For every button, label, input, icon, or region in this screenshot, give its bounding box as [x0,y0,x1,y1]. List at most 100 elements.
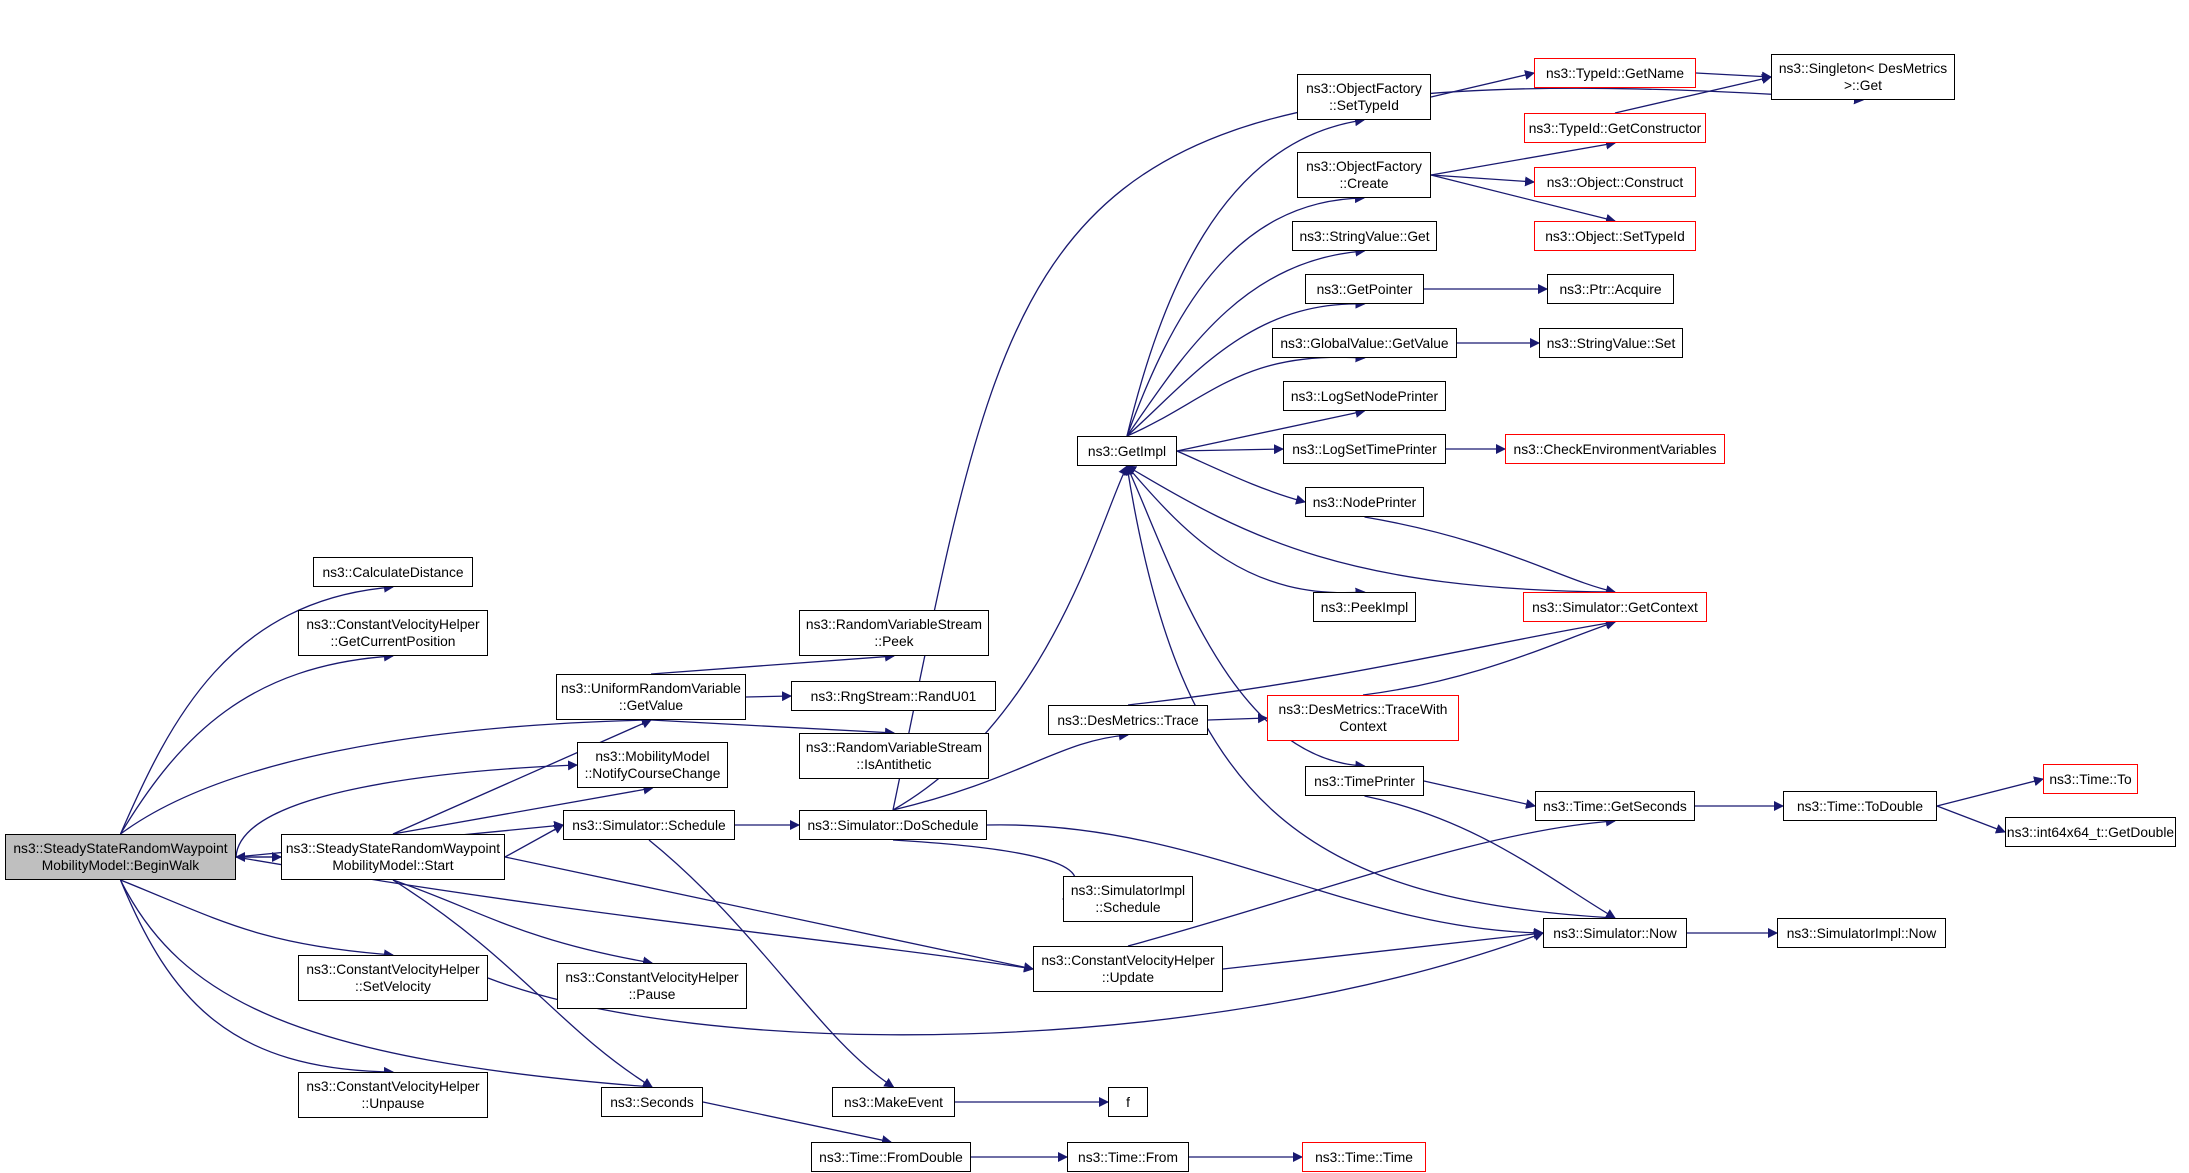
edge-of_create-to-obj_settypeid [1430,174,1616,224]
edge-nodeprinter-to-sim_getcontext [1364,516,1616,595]
node-sv-get[interactable]: ns3::StringValue::Get [1292,221,1437,251]
node-time-todouble[interactable]: ns3::Time::ToDouble [1783,791,1937,821]
edge-getimpl-to-peekimpl [1126,465,1366,598]
edge-beginwalk-to-unpause [119,879,394,1077]
node-setvelocity[interactable]: ns3::ConstantVelocityHelper ::SetVelocit… [298,955,488,1001]
edge-beginwalk-to-urv_getvalue [120,715,652,835]
edge-timeprinter-to-sim_now [1364,795,1616,919]
node-int64-getdouble[interactable]: ns3::int64x64_t::GetDouble [2005,817,2176,847]
node-isantithetic[interactable]: ns3::RandomVariableStream ::IsAntithetic [799,733,989,779]
node-typeid-getctor[interactable]: ns3::TypeId::GetConstructor [1524,113,1706,143]
edge-beginwalk-to-notifycourse [235,760,578,858]
edge-getimpl-to-logsettime [1176,444,1284,455]
edge-doschedule-to-simimpl_schedule [892,839,1077,900]
node-f[interactable]: f [1108,1087,1148,1117]
node-simimpl-now[interactable]: ns3::SimulatorImpl::Now [1777,918,1946,948]
node-urv-getvalue[interactable]: ns3::UniformRandomVariable ::GetValue [556,674,746,720]
edge-time_todouble-to-time_to [1936,776,2044,807]
node-rvs-peek[interactable]: ns3::RandomVariableStream ::Peek [799,610,989,656]
edge-beginwalk-to-setvelocity [120,879,394,960]
node-gv-getvalue[interactable]: ns3::GlobalValue::GetValue [1272,328,1457,358]
edge-urv_getvalue-to-isantithetic [650,719,895,738]
edge-start-to-cvh_update [504,856,1034,973]
edge-urv_getvalue-to-randu01 [745,691,792,702]
edge-of_create-to-obj_construct [1430,174,1535,187]
edge-start-to-notifycourse [392,784,654,835]
node-time-time[interactable]: ns3::Time::Time [1302,1142,1426,1172]
edge-doschedule-to-sim_now [986,824,1544,938]
node-nodeprinter[interactable]: ns3::NodePrinter [1305,487,1424,517]
node-logsettime[interactable]: ns3::LogSetTimePrinter [1283,434,1446,464]
node-sv-set[interactable]: ns3::StringValue::Set [1539,328,1683,358]
node-start[interactable]: ns3::SteadyStateRandomWaypoint MobilityM… [281,834,505,880]
edge-start-to-urv_getvalue [392,719,652,835]
node-time-getseconds[interactable]: ns3::Time::GetSeconds [1535,791,1695,821]
node-obj-settypeid[interactable]: ns3::Object::SetTypeId [1534,221,1696,251]
node-logsetnode[interactable]: ns3::LogSetNodePrinter [1283,381,1446,411]
edge-sim_schedule-to-makeevent [648,839,895,1088]
edge-of_create-to-typeid_getctor [1430,139,1616,176]
edge-desm_trace-to-sim_getcontext [1127,618,1616,706]
node-obj-construct[interactable]: ns3::Object::Construct [1534,167,1696,197]
edge-getimpl-to-timeprinter [1126,465,1366,771]
edge-getimpl-to-logsetnode [1176,407,1366,452]
node-makeevent[interactable]: ns3::MakeEvent [832,1087,955,1117]
edge-start-to-sim_schedule [504,824,564,858]
node-getcurpos[interactable]: ns3::ConstantVelocityHelper ::GetCurrent… [298,610,488,656]
node-tracewithctx[interactable]: ns3::DesMetrics::TraceWith Context [1267,695,1459,741]
node-sim-getcontext[interactable]: ns3::Simulator::GetContext [1523,592,1707,622]
node-notifycourse[interactable]: ns3::MobilityModel ::NotifyCourseChange [577,742,728,788]
node-of-create[interactable]: ns3::ObjectFactory ::Create [1297,152,1431,198]
edge-urv_getvalue-to-rvs_peek [650,651,895,675]
node-doschedule[interactable]: ns3::Simulator::DoSchedule [799,810,987,840]
edge-typeid_getname-to-singleton_get [1695,71,1772,82]
edge-of_settypeid-to-typeid_getname [1430,70,1535,98]
node-seconds[interactable]: ns3::Seconds [601,1087,703,1117]
node-time-to[interactable]: ns3::Time::To [2043,764,2138,794]
edge-beginwalk-to-seconds [119,879,653,1092]
node-simimpl-schedule[interactable]: ns3::SimulatorImpl ::Schedule [1063,876,1193,922]
edge-getimpl-to-sv_get [1126,246,1366,437]
edge-getimpl-to-getpointer [1126,298,1366,437]
edge-start-to-seconds [392,879,653,1088]
edge-beginwalk-to-cvh_update [235,856,1034,973]
node-randu01[interactable]: ns3::RngStream::RandU01 [791,681,996,711]
node-pause[interactable]: ns3::ConstantVelocityHelper ::Pause [557,963,747,1009]
edge-beginwalk-to-calcdist [119,582,394,835]
edge-timeprinter-to-time_getseconds [1423,780,1536,809]
edge-tracewithctx-to-sim_getcontext [1362,620,1616,696]
edge-doschedule-to-desm_trace [892,730,1129,811]
edge-cvh_update-to-sim_now [1222,929,1544,970]
edge-doschedule-to-singleton_get [892,87,1864,811]
node-time-from[interactable]: ns3::Time::From [1067,1142,1189,1172]
node-unpause[interactable]: ns3::ConstantVelocityHelper ::Unpause [298,1072,488,1118]
edge-typeid_getctor-to-singleton_get [1614,74,1772,114]
node-calcdist[interactable]: ns3::CalculateDistance [313,557,473,587]
node-peekimpl[interactable]: ns3::PeekImpl [1313,592,1416,622]
node-singleton-get[interactable]: ns3::Singleton< DesMetrics >::Get [1771,54,1955,100]
node-desm-trace[interactable]: ns3::DesMetrics::Trace [1048,705,1208,735]
edge-start-to-pause [392,879,653,967]
node-getpointer[interactable]: ns3::GetPointer [1305,274,1424,304]
edge-time_todouble-to-int64_getdouble [1936,805,2006,834]
edge-desm_trace-to-tracewithctx [1207,713,1268,724]
edge-sim_now-to-getimpl [1123,465,1616,919]
edge-beginwalk-to-getcurpos [119,651,394,835]
node-typeid-getname[interactable]: ns3::TypeId::GetName [1534,58,1696,88]
node-ptr-acquire[interactable]: ns3::Ptr::Acquire [1547,274,1674,304]
node-sim-now[interactable]: ns3::Simulator::Now [1543,918,1687,948]
node-of-settypeid[interactable]: ns3::ObjectFactory ::SetTypeId [1297,74,1431,120]
edge-getimpl-to-of_create [1126,193,1365,437]
node-timeprinter[interactable]: ns3::TimePrinter [1305,766,1424,796]
node-fromdouble[interactable]: ns3::Time::FromDouble [811,1142,971,1172]
edge-getimpl-to-of_settypeid [1126,116,1365,437]
node-cvh-update[interactable]: ns3::ConstantVelocityHelper ::Update [1033,946,1223,992]
edge-getimpl-to-nodeprinter [1176,450,1306,505]
edge-cvh_update-to-time_getseconds [1127,816,1616,947]
node-beginwalk: ns3::SteadyStateRandomWaypoint MobilityM… [5,834,236,880]
node-checkenv[interactable]: ns3::CheckEnvironmentVariables [1505,434,1725,464]
node-sim-schedule[interactable]: ns3::Simulator::Schedule [563,810,735,840]
node-getimpl[interactable]: ns3::GetImpl [1077,436,1177,466]
